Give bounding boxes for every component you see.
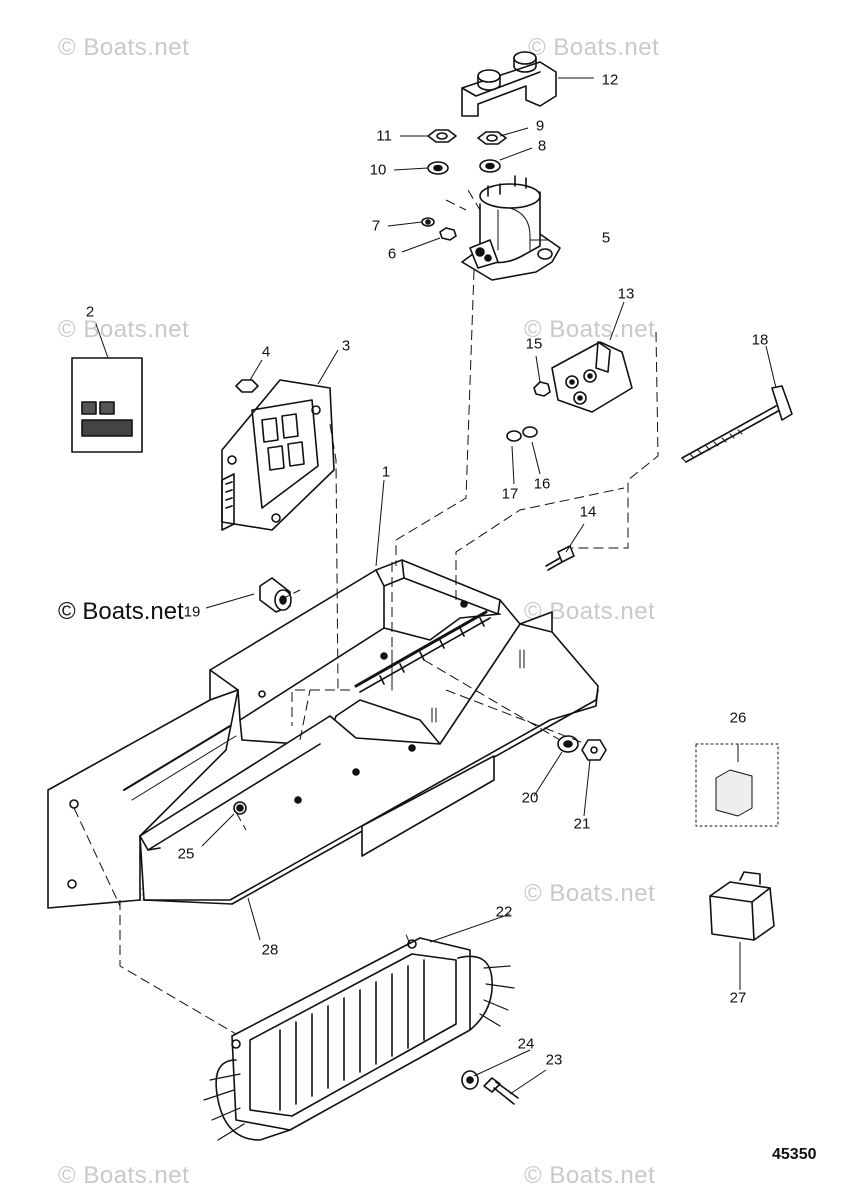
- part-2-decal: [71, 357, 143, 453]
- part-19-bushing: [259, 577, 292, 613]
- callout-13: 13: [617, 285, 635, 303]
- part-21-nut: [581, 739, 607, 761]
- watermark-bottom-left: © Boats.net: [58, 1162, 190, 1189]
- part-14-screw: [545, 545, 575, 571]
- part-4-nut: [235, 379, 259, 393]
- callout-7: 7: [371, 217, 381, 235]
- callout-24: 24: [517, 1035, 535, 1053]
- callout-22: 22: [495, 903, 513, 921]
- watermark-bottom-right: © Boats.net: [524, 1162, 656, 1189]
- part-22-module: [203, 937, 515, 1141]
- part-3-rectifier: [221, 379, 335, 531]
- callout-1: 1: [381, 463, 391, 481]
- part-26-relay: [695, 743, 779, 827]
- part-13-terminal-block: [551, 341, 633, 413]
- part-17-washer: [506, 430, 522, 442]
- callout-6: 6: [387, 245, 397, 263]
- callout-26: 26: [729, 709, 747, 727]
- part-9-nut: [477, 131, 507, 145]
- callout-4: 4: [261, 343, 271, 361]
- callout-28: 28: [261, 941, 279, 959]
- part-12-clamp-bracket: [461, 51, 557, 117]
- drawing-number: 45350: [772, 1146, 817, 1163]
- watermark-top-right: © Boats.net: [528, 34, 660, 61]
- callout-9: 9: [535, 117, 545, 135]
- callout-25: 25: [177, 845, 195, 863]
- callout-21: 21: [573, 815, 591, 833]
- callout-23: 23: [545, 1051, 563, 1069]
- callout-10: 10: [369, 161, 387, 179]
- callout-17: 17: [501, 485, 519, 503]
- callout-15: 15: [525, 335, 543, 353]
- watermark-center-right: © Boats.net: [524, 598, 656, 625]
- callout-3: 3: [341, 337, 351, 355]
- part-15-nut: [533, 381, 551, 397]
- callout-2: 2: [85, 303, 95, 321]
- watermark-top-left: © Boats.net: [58, 34, 190, 61]
- watermark-mid-right: © Boats.net: [524, 316, 656, 343]
- callout-16: 16: [533, 475, 551, 493]
- part-18-long-bolt: [681, 385, 793, 463]
- callout-27: 27: [729, 989, 747, 1007]
- callout-12: 12: [601, 71, 619, 89]
- callout-18: 18: [751, 331, 769, 349]
- part-11-nut: [427, 129, 457, 143]
- callout-19: 19: [183, 603, 201, 621]
- part-23-bolt: [483, 1077, 519, 1105]
- watermark-mid-left: © Boats.net: [58, 316, 190, 343]
- callout-20: 20: [521, 789, 539, 807]
- part-8-washer: [479, 159, 501, 173]
- part-6-nut: [439, 227, 457, 241]
- part-5-solenoid: [461, 175, 561, 281]
- callout-8: 8: [537, 137, 547, 155]
- callout-5: 5: [601, 229, 611, 247]
- watermark-lower-right: © Boats.net: [524, 880, 656, 907]
- part-10-washer: [427, 161, 449, 175]
- callout-11: 11: [376, 127, 392, 145]
- part-7-washer: [421, 217, 435, 227]
- callout-14: 14: [579, 503, 597, 521]
- part-20-washer: [557, 735, 579, 753]
- part-16-washer: [522, 426, 538, 438]
- watermark-left-dark: © Boats.net: [58, 598, 184, 625]
- part-24-washer: [461, 1070, 479, 1090]
- part-27-relay: [709, 871, 775, 941]
